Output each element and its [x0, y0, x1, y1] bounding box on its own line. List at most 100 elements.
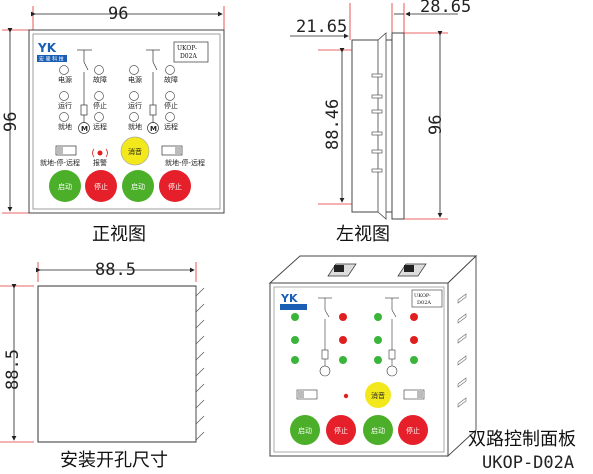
- label-fault-1: 故障: [93, 75, 107, 84]
- motor-1-symbol: M: [81, 125, 88, 133]
- svg-text:宏 骏 科 技: 宏 骏 科 技: [39, 56, 64, 63]
- product-start-label-1: 启动: [298, 426, 312, 435]
- product-led-run-1: [291, 336, 299, 344]
- product-led-fault-1: [339, 313, 347, 321]
- side-inner-dim: 88.46: [323, 99, 343, 150]
- product-led-remote-1: [339, 356, 347, 364]
- front-height-dim: 96: [1, 112, 21, 132]
- product-alarm-icon: [343, 393, 349, 399]
- model-line-2: D02A: [180, 53, 197, 60]
- product-led-run-2: [374, 336, 382, 344]
- stop-label-2: 停止: [168, 182, 182, 191]
- channel-1-diagram: [77, 49, 92, 134]
- product-3d-view: YK UKOP- D02A 消音: [268, 254, 576, 473]
- product-led-power-2: [374, 313, 382, 321]
- led-fault-2: [165, 65, 175, 75]
- stop-button-1[interactable]: [85, 170, 117, 202]
- led-stop-1: [94, 91, 104, 101]
- product-led-stop-1: [339, 336, 347, 344]
- led-power-2: [129, 65, 139, 75]
- product-model-l2: D02A: [417, 300, 431, 306]
- cutout-height-dim: 88.5: [3, 349, 23, 390]
- product-led-power-1: [291, 313, 299, 321]
- side-bezel: [391, 32, 405, 220]
- product-silence-button[interactable]: [365, 382, 391, 408]
- cutout-width-dim: 88.5: [95, 260, 136, 280]
- label-local-2: 就地: [128, 122, 142, 131]
- cutout-hole: [37, 285, 197, 443]
- label-power-1: 电源: [58, 75, 72, 84]
- label-run-2: 运行: [128, 101, 142, 110]
- side-depth-dim-1: 21.65: [296, 17, 347, 37]
- label-local-1: 就地: [58, 122, 72, 131]
- switch-label-2: 就地-停-远程: [165, 158, 205, 167]
- front-width-dim: 96: [108, 4, 128, 24]
- led-power-1: [59, 65, 69, 75]
- product-logo: YK: [280, 292, 298, 305]
- svg-text:YK: YK: [37, 41, 57, 55]
- label-power-2: 电源: [128, 75, 142, 84]
- product-title: 双路控制面板: [468, 429, 576, 450]
- switch-label-1: 就地-停-远程: [40, 158, 80, 167]
- label-remote-1: 远程: [93, 122, 107, 131]
- channel-2-diagram: [146, 49, 160, 134]
- side-height-dim: 96: [426, 115, 446, 135]
- silence-label: 消音: [128, 147, 142, 156]
- side-housing: [351, 39, 395, 213]
- product-led-stop-2: [410, 336, 418, 344]
- label-stop-1: 停止: [93, 101, 107, 110]
- label-remote-2: 远程: [164, 122, 178, 131]
- product-stop-label-2: 停止: [406, 426, 420, 435]
- cutout-caption: 安装开孔尺寸: [60, 450, 168, 471]
- wall-hatching: [195, 286, 205, 442]
- cutout-view: 88.5 88.5 安装开孔尺寸: [0, 260, 205, 471]
- led-local-1: [59, 112, 69, 122]
- start-button-2[interactable]: [122, 170, 154, 202]
- led-run-2: [129, 91, 139, 101]
- led-stop-2: [165, 91, 175, 101]
- label-fault-2: 故障: [164, 75, 178, 84]
- led-remote-1: [94, 112, 104, 122]
- start-label-1: 启动: [58, 182, 72, 191]
- product-stop-button-2[interactable]: [398, 415, 428, 445]
- front-view: 96 96 YK 宏 骏 科 技 UKOP- D02A M: [1, 4, 225, 245]
- motor-2-symbol: M: [150, 125, 157, 133]
- product-led-remote-2: [410, 356, 418, 364]
- model-line-1: UKOP-: [177, 45, 197, 52]
- product-start-button-2[interactable]: [363, 415, 393, 445]
- led-run-1: [59, 91, 69, 101]
- label-stop-2: 停止: [164, 101, 178, 110]
- product-model-l1: UKOP-: [414, 293, 431, 299]
- side-depth-dim-2: 28.65: [420, 0, 471, 17]
- left-view-caption: 左视图: [336, 224, 390, 245]
- alarm-label: 报警: [93, 158, 107, 167]
- product-model-plate: [411, 289, 443, 308]
- stop-button-2[interactable]: [159, 170, 191, 202]
- product-start-label-2: 启动: [371, 426, 385, 435]
- selector-switch-2[interactable]: [161, 145, 183, 156]
- selector-switch-1[interactable]: [55, 145, 77, 156]
- product-led-local-1: [291, 356, 299, 364]
- led-fault-1: [94, 65, 104, 75]
- front-view-caption: 正视图: [92, 224, 146, 245]
- label-run-1: 运行: [58, 101, 72, 110]
- stop-label-1: 停止: [94, 182, 108, 191]
- led-local-2: [129, 112, 139, 122]
- product-stop-button-1[interactable]: [326, 415, 356, 445]
- led-remote-2: [165, 112, 175, 122]
- silence-button[interactable]: [120, 136, 150, 166]
- product-led-fault-2: [410, 313, 418, 321]
- product-model-caption: UKOP-D02A: [482, 453, 574, 473]
- product-led-local-2: [374, 356, 382, 364]
- start-button-1[interactable]: [49, 170, 81, 202]
- model-plate: [173, 41, 209, 63]
- product-switch-1[interactable]: [296, 389, 318, 400]
- product-silence-label: 消音: [371, 391, 385, 400]
- brand-logo: YK 宏 骏 科 技: [37, 41, 67, 63]
- product-stop-label-1: 停止: [334, 426, 348, 435]
- product-switch-2[interactable]: [403, 389, 425, 400]
- alarm-icon: [92, 148, 108, 158]
- left-view: 21.65 28.65 88.46 96 左视图: [290, 0, 471, 245]
- product-start-button-1[interactable]: [290, 415, 320, 445]
